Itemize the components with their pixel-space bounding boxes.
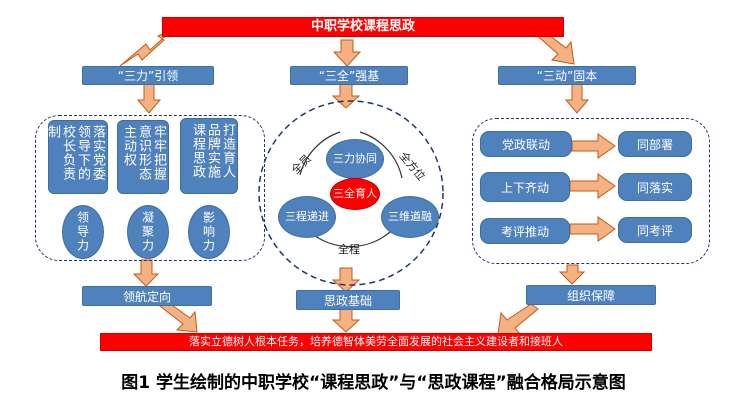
center-left-ellipse: 三程递进 [278,196,336,238]
arc-bottom [309,231,391,248]
arc-left [299,131,341,176]
right-left-card-1: 党政联动 [480,131,572,157]
arrow-right-to-org [558,264,586,285]
left-card-2: 牢牢把握意识形态主动权 [117,120,169,194]
arrow-row-3 [569,216,616,242]
center-core-ellipse: 三全育人 [330,178,380,210]
top-title-bar: 中职学校课程思政 [162,17,564,37]
right-right-card-2: 同落实 [618,173,692,201]
left-panel [35,115,265,261]
branch-right-label: “三动”固本 [498,66,636,85]
right-panel [472,118,710,264]
arrow-bottom-center [331,307,361,333]
left-card-3: 打造育人品牌实施课程思政 [180,118,238,194]
arrow-left-to-nav [132,259,160,287]
bottom-banner: 落实立德树人根本任务，培养德智体美劳全面发展的社会主义建设者和接班人 [100,333,652,351]
left-card-1: 落实党委领导下的校长负责制 [45,120,108,194]
arrow-top-center [332,39,362,67]
arrow-center-down [331,80,361,109]
right-left-card-3: 考评推动 [480,218,570,244]
branch-center-label: “三全”强基 [290,66,408,85]
arc-right [359,131,403,179]
arrow-row-2 [569,173,616,199]
right-right-card-3: 同考评 [618,217,692,243]
center-dashed-circle [258,100,444,286]
left-oval-2: 凝聚力 [127,205,169,259]
branch-left-label: “三力”引领 [82,66,214,85]
left-oval-3: 影响力 [188,205,230,259]
center-right-ellipse: 三维遒融 [381,196,439,238]
figure-caption: 图1 学生绘制的中职学校“课程思政”与“思政课程”融合格局示意图 [121,373,626,393]
left-oval-1: 领导力 [62,205,104,259]
arrow-top-left [119,29,173,67]
bottom-center-box: 思政基础 [296,290,400,310]
bottom-right-box: 组织保障 [526,285,656,305]
right-right-card-1: 同部署 [618,131,692,157]
arrow-center-to-base [331,267,361,293]
center-top-ellipse: 三力协同 [326,139,384,179]
arrow-right-down [564,81,590,114]
arc-bottom-label: 全程 [338,243,360,256]
right-left-card-2: 上下齐动 [480,172,570,202]
arrow-row-1 [571,133,616,159]
arrow-bottom-right [497,303,539,335]
bottom-left-box: 领航定向 [82,286,212,306]
